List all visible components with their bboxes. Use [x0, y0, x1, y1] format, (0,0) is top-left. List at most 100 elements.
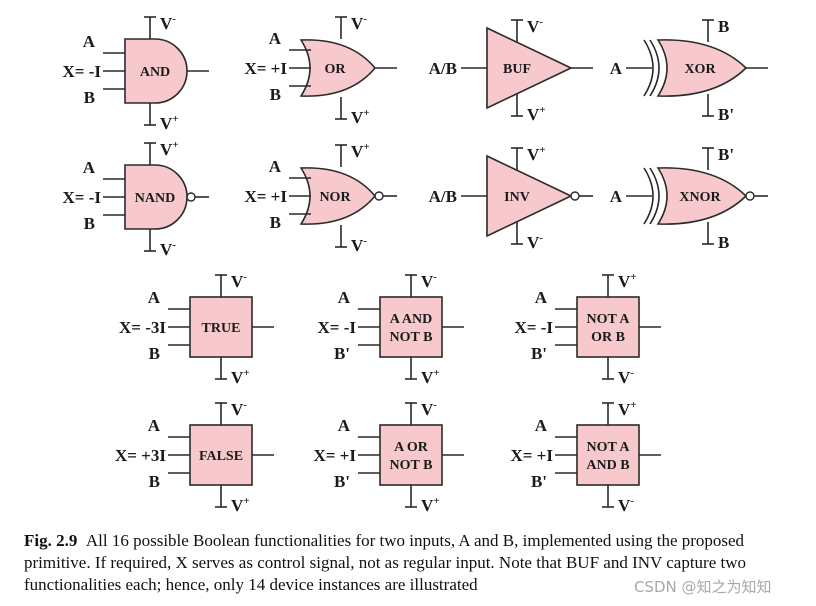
gate-label: FALSE — [199, 449, 243, 464]
input-a-label: A — [338, 416, 351, 435]
top-rail-label: V+ — [618, 399, 637, 419]
input-b-label: B — [84, 214, 95, 233]
input-a-label: A — [269, 29, 282, 48]
gate-body — [189, 296, 253, 358]
watermark: CSDN @知之为知知 — [634, 578, 772, 596]
top-rail-label: V+ — [160, 139, 179, 159]
top-rail-label: V- — [421, 399, 437, 419]
input-a-label: A — [269, 157, 282, 176]
input-a-label: A — [148, 288, 161, 307]
gate-label: BUF — [503, 62, 531, 77]
input-b-label: B — [149, 472, 160, 491]
gate-true: TRUE A X= -3I B V- V+ — [119, 271, 274, 387]
top-rail-label: V+ — [527, 144, 546, 164]
gate-label: NOR — [319, 190, 351, 205]
bottom-rail-label: V+ — [351, 107, 370, 127]
gate-label: OR — [325, 62, 347, 77]
top-rail-label: V- — [160, 13, 176, 33]
gate-body — [656, 39, 748, 97]
bottom-rail-label: V+ — [421, 495, 440, 515]
gate-buf: BUF A/B V- V+ — [429, 16, 593, 124]
control-x-label: X= -I — [63, 188, 102, 207]
gate-label: INV — [504, 190, 530, 205]
top-rail-label: V- — [421, 271, 437, 291]
caption-text: All 16 possible Boolean functionalities … — [24, 531, 747, 594]
control-x-label: X= +3I — [115, 446, 166, 465]
gate-label: NAND — [135, 191, 175, 206]
input-a-label: A — [338, 288, 351, 307]
top-rail-label: B' — [718, 145, 734, 164]
bottom-rail-label: V+ — [231, 367, 250, 387]
input-a-label: A — [535, 416, 548, 435]
control-x-label: X= +I — [510, 446, 553, 465]
gate-label: XNOR — [679, 190, 721, 205]
bottom-rail-label: V+ — [231, 495, 250, 515]
top-rail-label: V+ — [618, 271, 637, 291]
top-rail-label: V- — [231, 399, 247, 419]
input-b-label: B — [84, 88, 95, 107]
gate-false: FALSE A X= +3I B V- V+ — [115, 399, 274, 515]
gate-body — [124, 38, 188, 104]
figure-label: Fig. 2.9 — [24, 531, 78, 550]
bottom-rail-label: V+ — [527, 104, 546, 124]
gate-body — [124, 164, 188, 230]
top-rail-label: V- — [351, 13, 367, 33]
control-x-label: X= +I — [244, 59, 287, 78]
gate-body — [656, 167, 748, 225]
input-b-label: B — [270, 85, 281, 104]
input-a-label: A — [535, 288, 548, 307]
bottom-rail-label: V+ — [421, 367, 440, 387]
input-a-label: A — [83, 32, 96, 51]
gate-nor: NOR A X= +I B V+ V- — [244, 141, 397, 255]
input-a-label: A — [83, 158, 96, 177]
gate-body — [299, 167, 377, 225]
bottom-rail-label: V- — [527, 232, 543, 252]
top-rail-label: V- — [527, 16, 543, 36]
top-rail-label: V- — [231, 271, 247, 291]
bottom-rail-label: B' — [718, 105, 734, 124]
input-a-label: A — [148, 416, 161, 435]
bottom-rail-label: V- — [160, 239, 176, 259]
gate-inv: INV A/B V+ V- — [429, 144, 593, 252]
input-b-label: B' — [334, 344, 350, 363]
figure-caption: Fig. 2.9 All 16 possible Boolean functio… — [24, 530, 804, 596]
bottom-rail-label: V- — [618, 495, 634, 515]
input-b-label: B — [270, 213, 281, 232]
gate-or: OR A X= +I B V- V+ — [244, 13, 397, 127]
bottom-rail-label: V+ — [160, 113, 179, 133]
gate-nand: NAND A X= -I B V+ V- — [63, 139, 209, 259]
input-label: A/B — [429, 59, 457, 78]
control-x-label: X= +I — [313, 446, 356, 465]
gate-body — [379, 424, 443, 486]
top-rail-label: V+ — [351, 141, 370, 161]
bottom-rail-label: V- — [351, 235, 367, 255]
control-x-label: X= -I — [515, 318, 554, 337]
gate-label: TRUE — [202, 321, 241, 336]
input-b-label: B' — [531, 344, 547, 363]
input-label: A — [610, 187, 623, 206]
input-b-label: B — [149, 344, 160, 363]
input-label: A — [610, 59, 623, 78]
control-x-label: X= +I — [244, 187, 287, 206]
control-x-label: X= -I — [318, 318, 357, 337]
gate-body — [576, 424, 640, 486]
input-b-label: B' — [334, 472, 350, 491]
input-label: A/B — [429, 187, 457, 206]
gate-body — [299, 39, 377, 97]
top-rail-label: B — [718, 17, 729, 36]
control-x-label: X= -3I — [119, 318, 166, 337]
input-b-label: B' — [531, 472, 547, 491]
gate-body — [576, 296, 640, 358]
